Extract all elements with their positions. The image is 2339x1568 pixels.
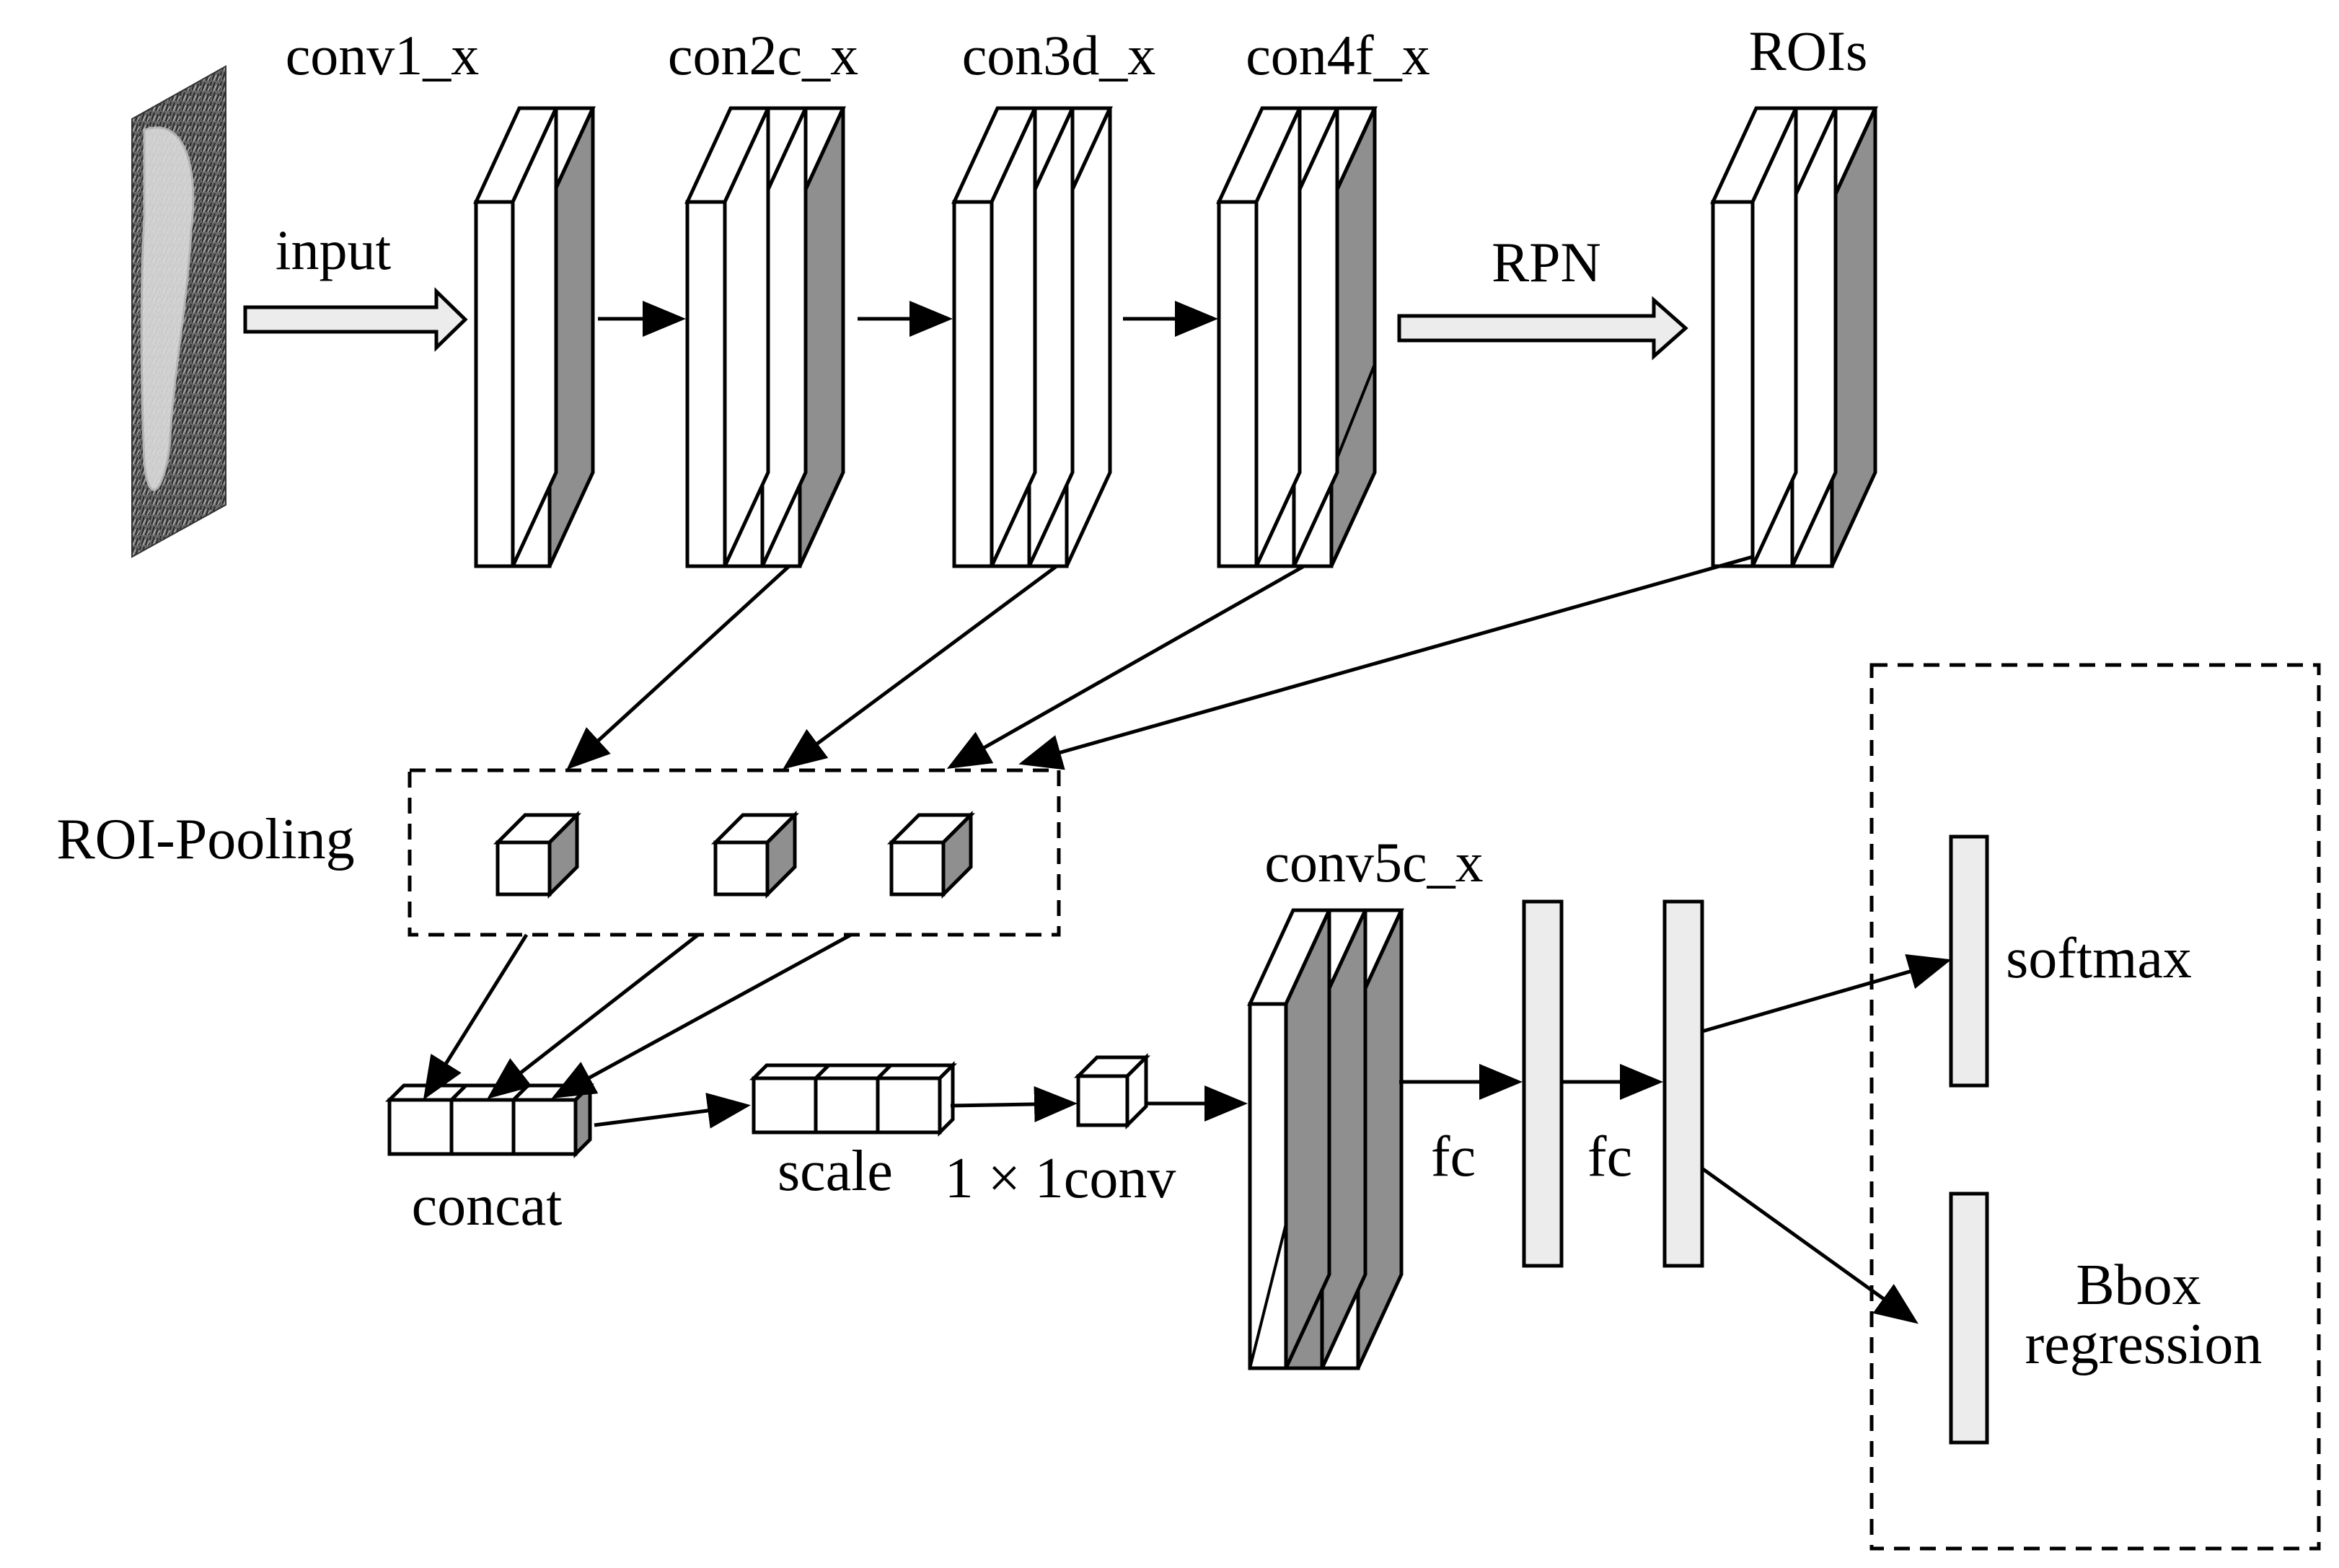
arrow-fc2-softmax	[1701, 953, 1952, 1034]
scale-block-side	[938, 1060, 955, 1137]
output-region-box	[1869, 663, 2321, 1551]
scale-block-box-0	[752, 1076, 818, 1135]
input-arrow	[243, 287, 468, 352]
conv1x1-cube-front	[1076, 1074, 1129, 1127]
conv5-block	[1247, 908, 1404, 1370]
conv3-block-front-0	[952, 200, 994, 568]
concat-block-box-1	[449, 1098, 516, 1156]
pool-cube-3-front	[889, 840, 946, 897]
fc1-label: fc	[1431, 1125, 1476, 1189]
rois-block-front-0	[1711, 200, 1755, 568]
conv3-block	[951, 106, 1113, 568]
fc2-label: fc	[1587, 1125, 1632, 1189]
bbox-bar	[1949, 1192, 1989, 1445]
concat-label: concat	[412, 1174, 563, 1238]
conv3-label: con3d_x	[962, 24, 1156, 87]
conv1-label: conv1_x	[286, 24, 480, 87]
softmax-bar	[1949, 834, 1989, 1088]
arrow-scale-conv1x1	[950, 1085, 1078, 1122]
input-label: input	[276, 219, 392, 281]
bbox-label-line1: Bbox	[2076, 1254, 2201, 1317]
conv2-label: con2c_x	[668, 24, 858, 87]
arrow-rois-pool	[1018, 555, 1753, 770]
conv1-block-front-0	[474, 200, 515, 568]
scale-block-box-1	[814, 1076, 880, 1135]
conv4-block	[1216, 106, 1378, 568]
conv4-block-front-0	[1217, 200, 1259, 568]
concat-block-box-2	[511, 1098, 578, 1156]
arrow-concat-scale	[594, 1093, 751, 1129]
conv2-block	[684, 106, 846, 568]
conv1-block	[473, 106, 596, 568]
scale-block-box-2	[876, 1076, 942, 1135]
scale-label: scale	[778, 1140, 893, 1203]
network-layers	[243, 106, 2321, 1551]
bbox-label-line2: regression	[2025, 1313, 2263, 1376]
pool-cube-1-front	[495, 840, 552, 897]
fc1-bar	[1522, 899, 1564, 1268]
concat-block-box-0	[387, 1098, 454, 1156]
pool-cube-2	[710, 810, 800, 899]
arrow-conv2-pool	[566, 565, 790, 770]
rois-block	[1710, 106, 1878, 568]
rois-label: ROIs	[1749, 19, 1868, 82]
scale-block	[749, 1060, 958, 1137]
conv4-label: con4f_x	[1246, 24, 1430, 87]
rpn-label: RPN	[1492, 231, 1601, 294]
arrow-pool-concat-2	[487, 933, 700, 1099]
softmax-label: softmax	[2006, 927, 2192, 990]
arrow-conv4-pool	[946, 564, 1305, 769]
arrow-conv3-pool	[783, 564, 1058, 770]
conv2-block-front-0	[685, 200, 727, 568]
conv1x1-label: 1 × 1conv	[945, 1147, 1176, 1210]
arrow-pool-concat-1	[423, 933, 529, 1101]
roi-pooling-label: ROI-Pooling	[56, 808, 354, 871]
pool-cube-1	[493, 810, 582, 899]
conv5-block-front-0	[1248, 1002, 1288, 1370]
pool-cube-2-front	[713, 840, 770, 897]
concat-block-side	[573, 1080, 592, 1159]
pool-cube-3	[886, 810, 976, 899]
conv5-block-slash-0	[1248, 1223, 1287, 1369]
rpn-arrow	[1397, 296, 1688, 361]
input-image	[131, 65, 226, 558]
arrow-fc2-bbox	[1701, 1166, 1919, 1324]
conv1x1-cube	[1073, 1052, 1151, 1130]
conv5-label: conv5c_x	[1264, 831, 1483, 894]
roi-pooling-box	[408, 768, 1061, 937]
arrow-pool-concat-3	[551, 933, 853, 1098]
fc2-bar	[1662, 899, 1704, 1268]
